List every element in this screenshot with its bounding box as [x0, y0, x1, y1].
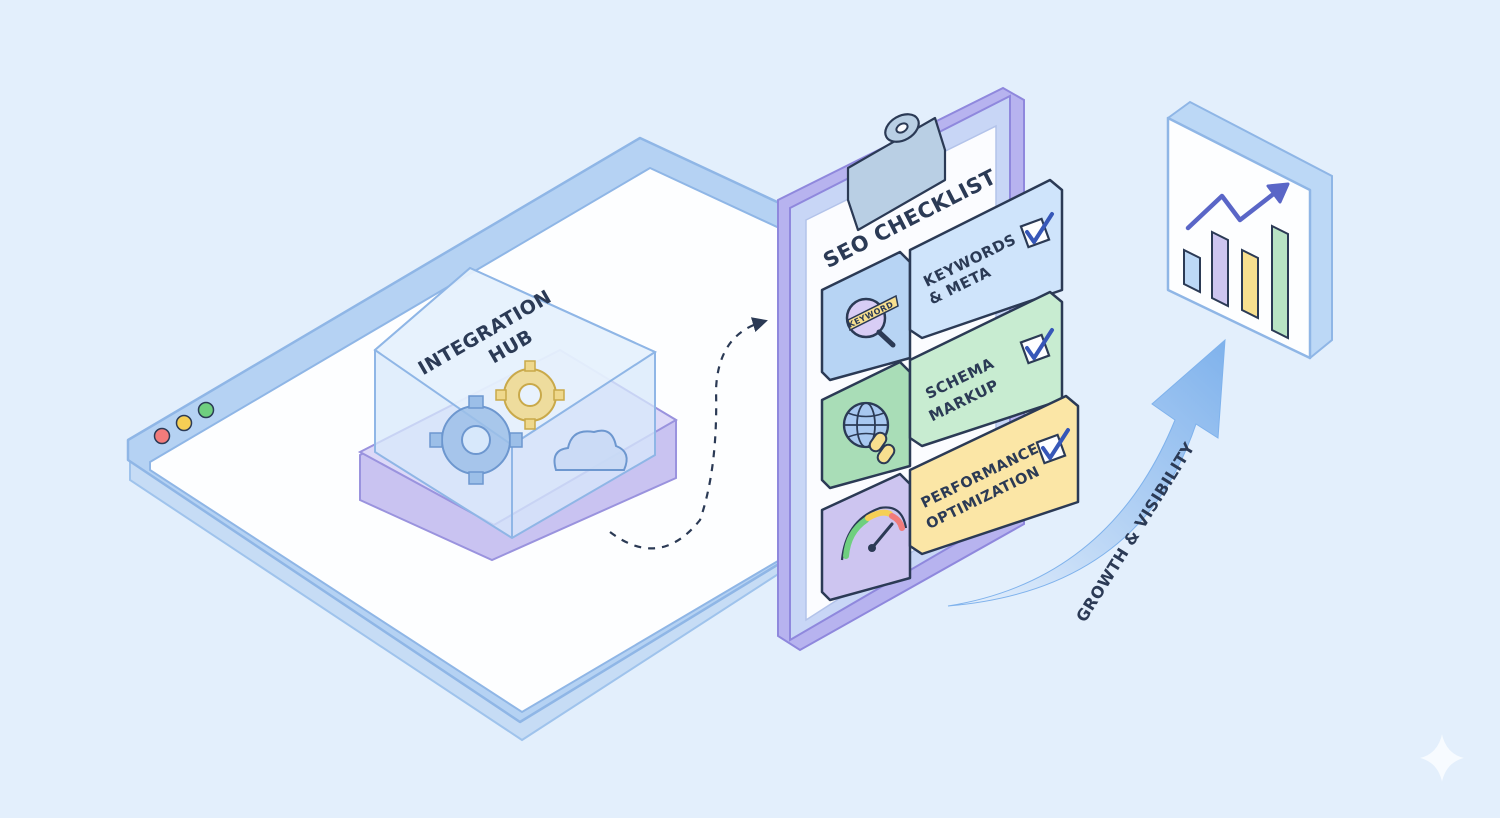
checklist-item-keywords[interactable]: KEYWORD KEYWORDS & META: [820, 178, 1064, 382]
dashed-connector: [609, 317, 768, 550]
trend-chart-tile: [1166, 100, 1333, 360]
gear-icon: [495, 360, 565, 430]
checkmark-icon: [1019, 328, 1054, 365]
window-minimize-dot[interactable]: [175, 414, 193, 432]
link-icon: [868, 431, 896, 465]
gauge-icon: [840, 506, 908, 561]
trend-bar: [1211, 230, 1229, 308]
checkmark-icon: [1019, 212, 1054, 249]
cloud-icon: [553, 429, 628, 471]
trend-arrow-icon: [1185, 182, 1290, 231]
gear-icon: [429, 395, 523, 485]
trend-bar: [1271, 224, 1289, 340]
integration-hub: INTEGRATION HUB: [357, 266, 678, 562]
clipboard-clip: [846, 116, 947, 232]
checklist-item-schema[interactable]: SCHEMA MARKUP: [820, 290, 1064, 490]
checklist-item-performance[interactable]: PERFORMANCE OPTIMIZATION: [820, 394, 1080, 602]
seo-clipboard: SEO CHECKLIST KEYWORD KEYWORDS & META: [777, 86, 1080, 652]
trend-bar: [1183, 248, 1201, 294]
window-maximize-dot[interactable]: [197, 401, 215, 419]
growth-label: GROWTH & VISIBILITY: [1072, 439, 1198, 626]
window-close-dot[interactable]: [153, 427, 171, 445]
trend-bar: [1241, 248, 1259, 320]
checkmark-icon: [1035, 428, 1070, 465]
sparkle-icon: [1417, 731, 1467, 785]
